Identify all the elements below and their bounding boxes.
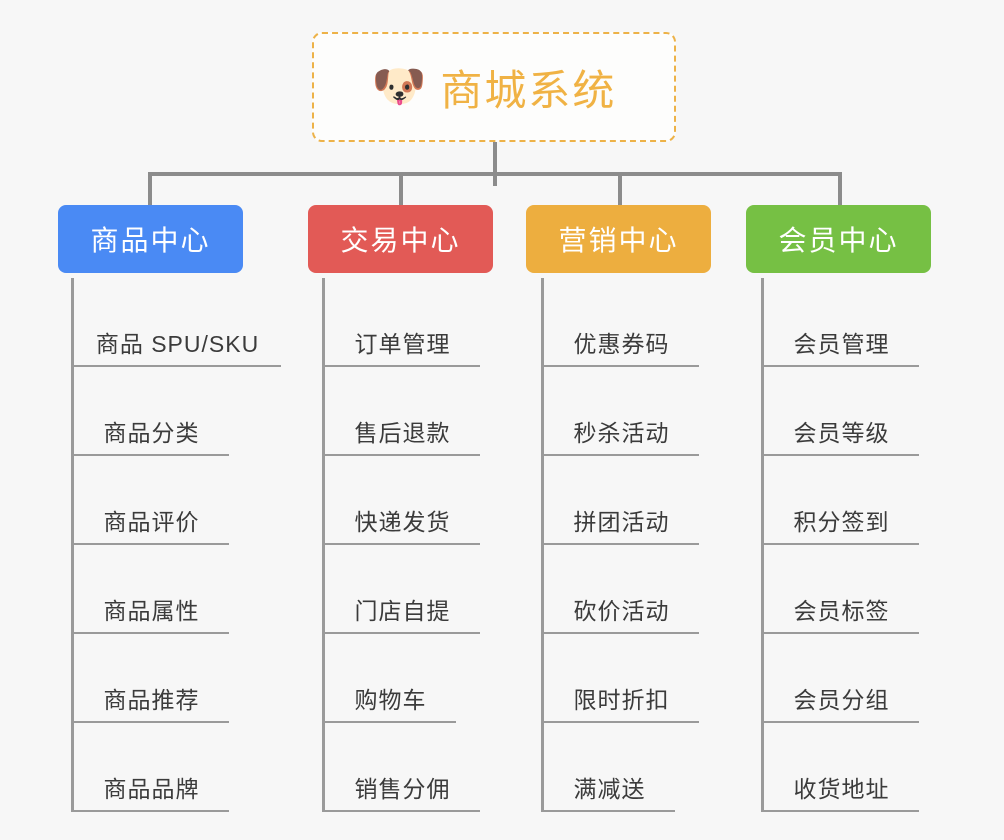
column-spine [322,278,325,812]
connector-bus [148,172,840,176]
list-item-label: 商品 SPU/SKU [95,331,260,357]
list-item-label: 会员标签 [793,598,890,624]
list-item-label: 拼团活动 [573,509,670,535]
list-item-label: 购物车 [354,687,427,713]
list-item[interactable]: 收货地址 [764,723,919,812]
list-item[interactable]: 拼团活动 [544,456,699,545]
connector-trunk [493,142,497,186]
list-item-label: 商品品牌 [103,776,200,802]
list-item[interactable]: 秒杀活动 [544,367,699,456]
category-label: 商品中心 [90,225,211,256]
category-label: 交易中心 [340,225,461,256]
column-spine [761,278,764,812]
list-item[interactable]: 砍价活动 [544,545,699,634]
list-item[interactable]: 购物车 [325,634,456,723]
list-item[interactable]: 满减送 [544,723,675,812]
category-column-交易中心: 订单管理 售后退款 快递发货 门店自提 购物车 销售分佣 [322,278,492,812]
list-item[interactable]: 商品属性 [74,545,229,634]
connector-drop-1 [148,172,152,207]
list-item-label: 商品推荐 [103,687,200,713]
list-item-label: 满减送 [573,776,646,802]
list-item-label: 会员等级 [793,420,890,446]
list-item-label: 商品评价 [103,509,200,535]
category-label: 会员中心 [778,225,899,256]
list-item[interactable]: 订单管理 [325,278,480,367]
list-item-label: 会员分组 [793,687,890,713]
column-spine [71,278,74,812]
list-item[interactable]: 商品分类 [74,367,229,456]
list-item-label: 门店自提 [354,598,451,624]
list-item-label: 秒杀活动 [573,420,670,446]
list-item[interactable]: 销售分佣 [325,723,480,812]
category-box-营销中心[interactable]: 营销中心 [526,205,711,273]
category-box-交易中心[interactable]: 交易中心 [308,205,493,273]
category-box-会员中心[interactable]: 会员中心 [746,205,931,273]
category-column-营销中心: 优惠券码 秒杀活动 拼团活动 砍价活动 限时折扣 满减送 [541,278,711,812]
list-item-label: 积分签到 [793,509,890,535]
connector-drop-2 [399,172,403,207]
category-column-会员中心: 会员管理 会员等级 积分签到 会员标签 会员分组 收货地址 [761,278,931,812]
category-column-商品中心: 商品 SPU/SKU 商品分类 商品评价 商品属性 商品推荐 商品品牌 [71,278,281,812]
list-item[interactable]: 商品评价 [74,456,229,545]
list-item[interactable]: 快递发货 [325,456,480,545]
list-item[interactable]: 会员标签 [764,545,919,634]
dog-face-icon: 🐶 [371,62,427,111]
list-item[interactable]: 优惠券码 [544,278,699,367]
list-item[interactable]: 商品品牌 [74,723,229,812]
category-label: 营销中心 [558,225,679,256]
list-item[interactable]: 会员管理 [764,278,919,367]
connector-drop-3 [618,172,622,207]
list-item[interactable]: 售后退款 [325,367,480,456]
list-item[interactable]: 会员等级 [764,367,919,456]
list-item-label: 售后退款 [354,420,451,446]
list-item-label: 限时折扣 [573,687,670,713]
connector-drop-4 [838,172,842,207]
list-item-label: 砍价活动 [573,598,670,624]
list-item[interactable]: 积分签到 [764,456,919,545]
root-node[interactable]: 🐶 商城系统 [312,32,676,142]
category-box-商品中心[interactable]: 商品中心 [58,205,243,273]
list-item-label: 快递发货 [354,509,451,535]
list-item-label: 优惠券码 [573,331,670,357]
list-item-label: 商品属性 [103,598,200,624]
list-item[interactable]: 商品推荐 [74,634,229,723]
list-item[interactable]: 商品 SPU/SKU [74,278,281,367]
column-spine [541,278,544,812]
list-item[interactable]: 限时折扣 [544,634,699,723]
list-item-label: 会员管理 [793,331,890,357]
page-title: 商城系统 [440,66,617,114]
list-item-label: 销售分佣 [354,776,451,802]
list-item[interactable]: 会员分组 [764,634,919,723]
list-item[interactable]: 门店自提 [325,545,480,634]
list-item-label: 商品分类 [103,420,200,446]
list-item-label: 订单管理 [354,331,451,357]
list-item-label: 收货地址 [793,776,890,802]
